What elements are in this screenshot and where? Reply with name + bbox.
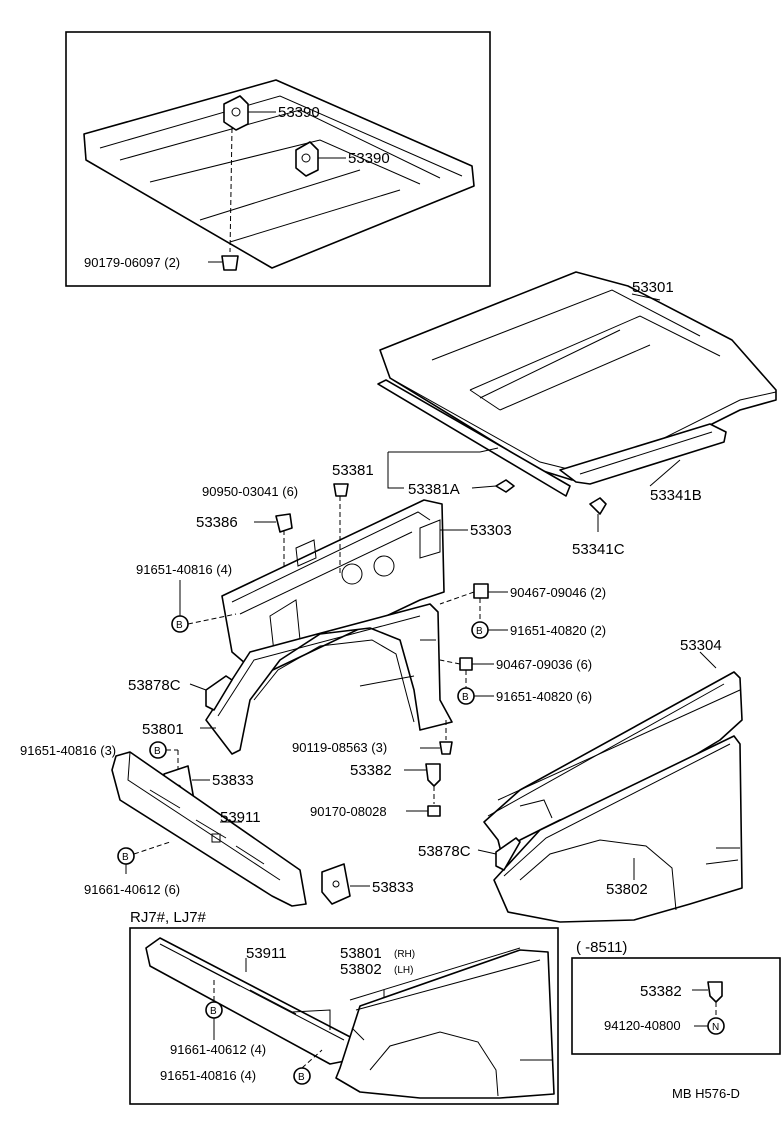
- label-53341b: 53341B: [650, 487, 702, 504]
- label-53878c-a: 53878C: [128, 677, 181, 694]
- cushion-53382: [425, 763, 441, 787]
- date-range-label: ( -8511): [576, 939, 627, 956]
- label-53833-b: 53833: [372, 879, 414, 896]
- bolt-90119-08563: [439, 741, 453, 755]
- fender-variant-53801-53802: [335, 947, 555, 1099]
- bolt-b-marker-b: B: [471, 621, 489, 639]
- bracket-53833-lower: [321, 863, 351, 905]
- label-91661-40612-a: 91661-40612 (6): [84, 882, 180, 897]
- label-53390-b: 53390: [348, 150, 390, 167]
- fender-panel-53802: [493, 735, 743, 923]
- bolt-b-marker-a: B: [171, 615, 189, 633]
- label-90950-03041: 90950-03041 (6): [202, 484, 298, 499]
- seal-53381: [377, 379, 571, 497]
- label-53801: 53801: [142, 721, 184, 738]
- bolt-b-marker-d: B: [149, 741, 167, 759]
- svg-text:B: B: [122, 852, 129, 863]
- label-90179-06097: 90179-06097 (2): [84, 255, 180, 270]
- nut-90467-09036: [459, 657, 473, 671]
- inset-box-hood-underside: [65, 31, 491, 287]
- label-53802-a: 53802: [606, 881, 648, 898]
- label-91651-40816-a: 91651-40816 (4): [136, 562, 232, 577]
- diagram-code: MB H576-D: [672, 1086, 740, 1101]
- inner-wheel-apron-53801: [205, 603, 453, 755]
- hood-underside-drawing: [83, 79, 475, 269]
- nut-90170-08028: [427, 805, 441, 817]
- label-91661-40612-b: 91661-40612 (4): [170, 1042, 266, 1057]
- label-53833-a: 53833: [212, 772, 254, 789]
- support-53911: [111, 751, 307, 907]
- bolt-b-marker-c: B: [457, 687, 475, 705]
- label-90170-08028: 90170-08028: [310, 804, 387, 819]
- label-91651-40816-b: 91651-40816 (3): [20, 743, 116, 758]
- svg-text:B: B: [298, 1072, 305, 1083]
- clip-90950-03041: [333, 483, 349, 497]
- cowl-panel-53303: [221, 499, 445, 677]
- label-53382-a: 53382: [350, 762, 392, 779]
- label-91651-40816-c: 91651-40816 (4): [160, 1068, 256, 1083]
- svg-text:N: N: [712, 1022, 719, 1033]
- label-90119-08563: 90119-08563 (3): [292, 740, 387, 755]
- label-53341c: 53341C: [572, 541, 625, 558]
- clip-90179-06097: [221, 255, 239, 271]
- label-lh: (LH): [394, 965, 413, 976]
- label-53381a: 53381A: [408, 481, 460, 498]
- label-53303: 53303: [470, 522, 512, 539]
- bolt-b-marker-f: B: [205, 1001, 223, 1019]
- label-53382-b: 53382: [640, 983, 682, 1000]
- svg-text:B: B: [176, 620, 183, 631]
- label-53801-rh: 53801: [340, 945, 382, 962]
- label-53386: 53386: [196, 514, 238, 531]
- seal-53878c-right: [495, 837, 521, 871]
- svg-text:B: B: [462, 692, 469, 703]
- clip-53381a: [495, 479, 515, 493]
- label-91651-40820-a: 91651-40820 (2): [510, 623, 606, 638]
- hood-53301: [379, 271, 777, 481]
- variant-label: RJ7#, LJ7#: [130, 909, 207, 926]
- label-94120-40800: 94120-40800: [604, 1018, 681, 1033]
- label-53304: 53304: [680, 637, 722, 654]
- label-53878c-b: 53878C: [418, 843, 471, 860]
- label-53911-b: 53911: [246, 945, 287, 962]
- clip-53386: [275, 513, 293, 533]
- label-53390-a: 53390: [278, 104, 320, 121]
- bolt-b-marker-g: B: [293, 1067, 311, 1085]
- cushion-53382-variant: [707, 981, 723, 1003]
- label-53911-a: 53911: [220, 809, 261, 826]
- nut-90467-09046: [473, 583, 489, 599]
- clip-53341c: [589, 497, 607, 532]
- svg-text:B: B: [154, 746, 161, 757]
- inset-box-date-range: [571, 957, 781, 1055]
- seal-53341b: [559, 423, 727, 485]
- label-90467-09046: 90467-09046 (2): [510, 585, 606, 600]
- svg-text:B: B: [210, 1006, 217, 1017]
- bolt-b-marker-e: B: [117, 847, 135, 865]
- inset-box-variant: [129, 927, 559, 1105]
- label-53802-lh: 53802: [340, 961, 382, 978]
- hood-bracket-upper: [223, 95, 249, 131]
- label-53381: 53381: [332, 462, 374, 479]
- nut-n-marker: N: [707, 1017, 725, 1035]
- svg-text:B: B: [476, 626, 483, 637]
- label-53301: 53301: [632, 279, 674, 296]
- label-90467-09036: 90467-09036 (6): [496, 657, 592, 672]
- label-91651-40820-b: 91651-40820 (6): [496, 689, 592, 704]
- seal-53878c-left: [205, 675, 233, 711]
- label-rh: (RH): [394, 949, 415, 960]
- hood-bracket-lower: [295, 141, 319, 177]
